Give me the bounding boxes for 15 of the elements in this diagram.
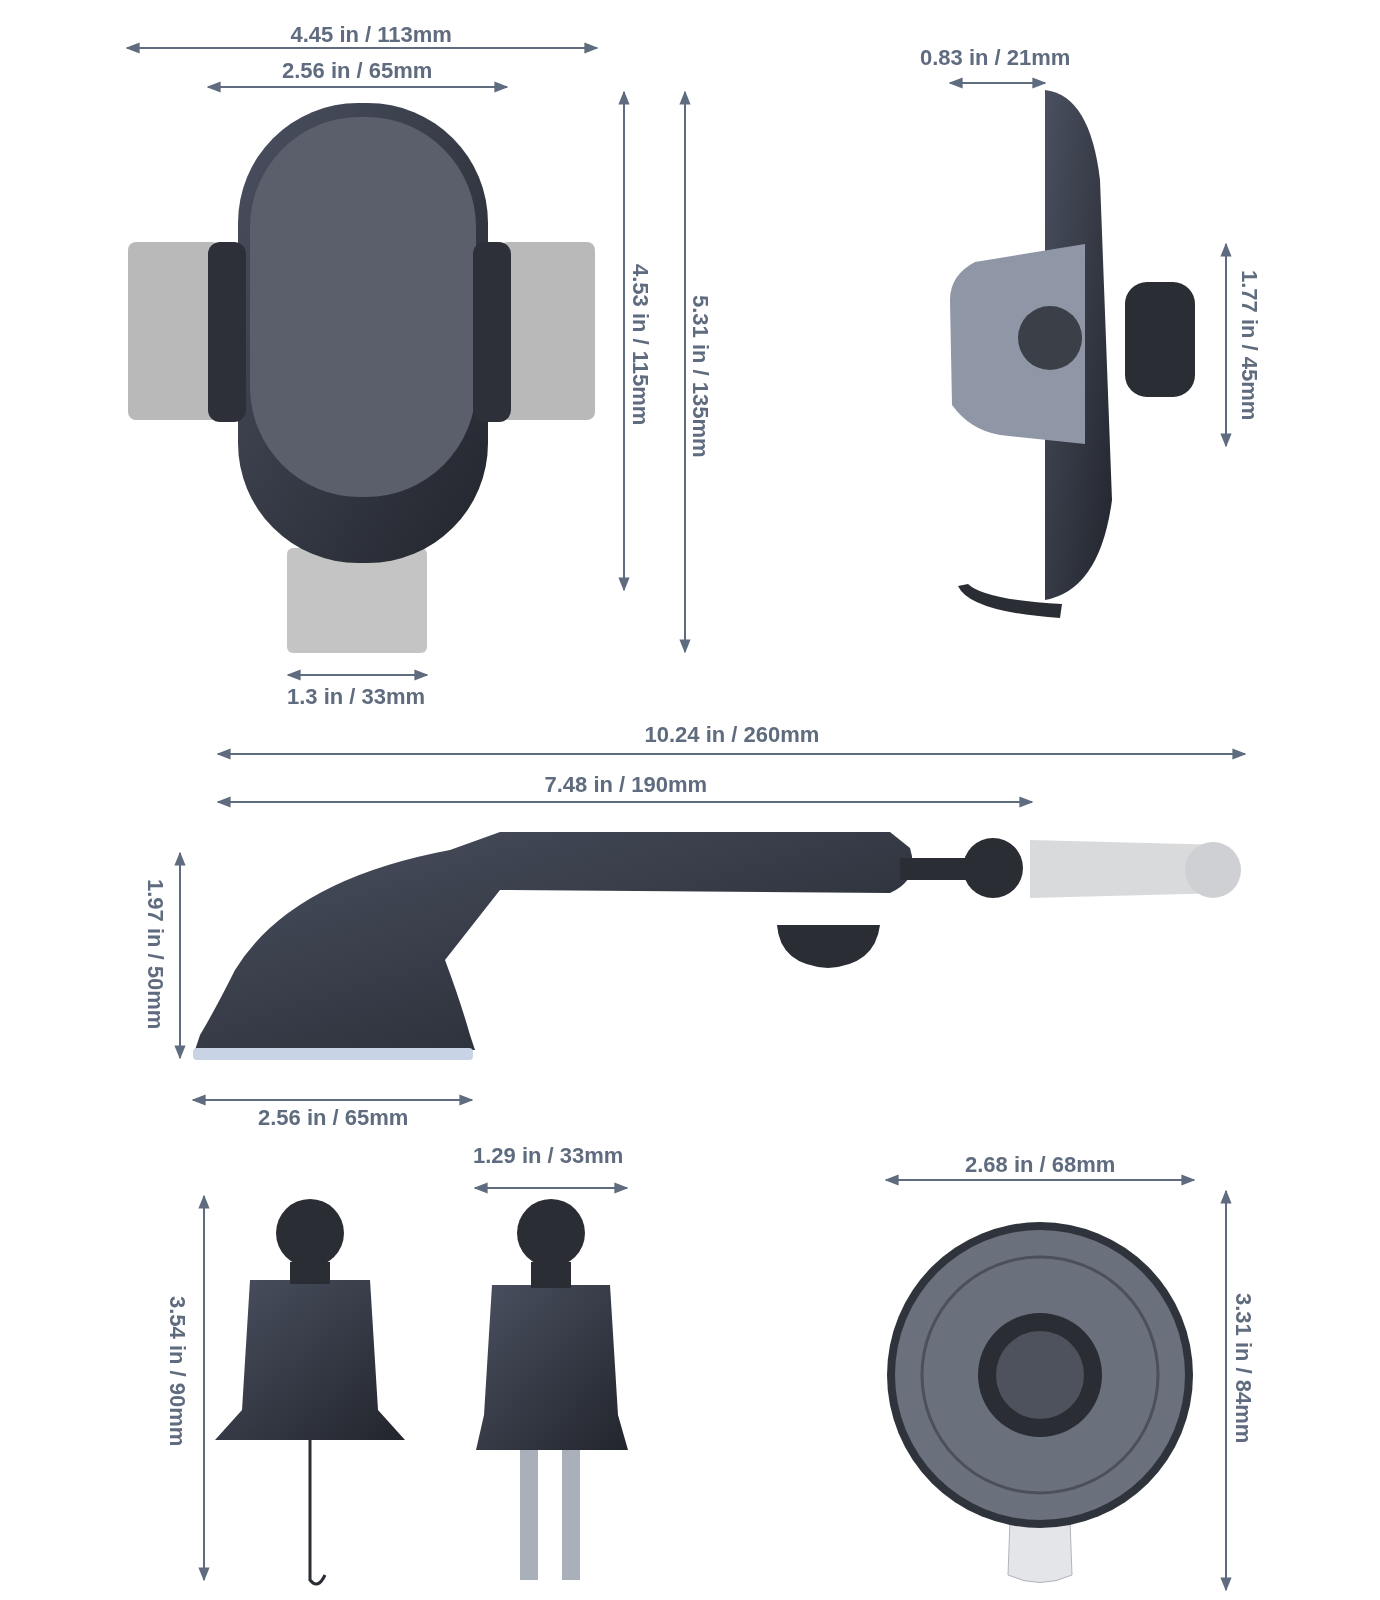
dimension-label: 4.53 in / 115mm <box>628 263 653 425</box>
dimension-label: 5.31 in / 135mm <box>688 294 713 458</box>
dimension-label: 10.24 in / 260mm <box>644 723 820 748</box>
dimension-label: 1.77 in / 45mm <box>1237 270 1262 421</box>
dimension-label: 3.54 in / 90mm <box>165 1296 190 1447</box>
dimension-label: 0.83 in / 21mm <box>920 46 1071 71</box>
dimension-label: 4.45 in / 113mm <box>290 23 452 48</box>
dimension-label: 2.56 in / 65mm <box>282 59 433 84</box>
dimension-label: 1.29 in / 33mm <box>473 1144 624 1169</box>
dimension-label: 2.56 in / 65mm <box>258 1106 409 1131</box>
dimension-label: 2.68 in / 68mm <box>965 1153 1116 1178</box>
dimension-label: 7.48 in / 190mm <box>544 773 708 798</box>
dimension-label: 3.31 in / 84mm <box>1231 1293 1256 1444</box>
dimension-label: 1.97 in / 50mm <box>143 879 168 1030</box>
dimension-label: 1.3 in / 33mm <box>287 685 426 710</box>
